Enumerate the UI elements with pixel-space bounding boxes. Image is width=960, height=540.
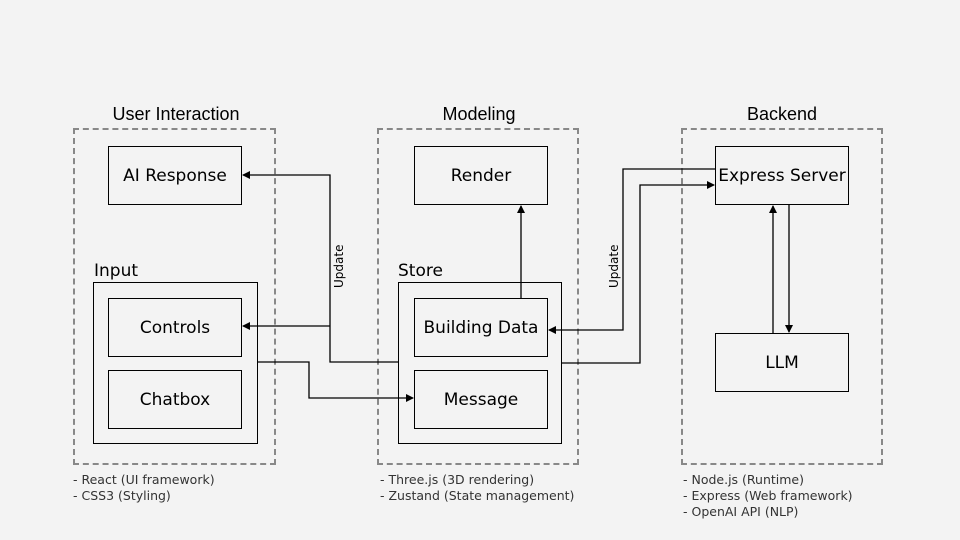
note-line: - React (UI framework) xyxy=(73,472,215,487)
building-data-label: Building Data xyxy=(423,317,539,338)
render-box: Render xyxy=(414,146,548,205)
note-line: - Express (Web framework) xyxy=(683,488,853,503)
chatbox-box: Chatbox xyxy=(108,370,242,429)
input-frame xyxy=(93,282,258,444)
message-box: Message xyxy=(414,370,548,429)
express-server-label: Express Server xyxy=(718,165,846,186)
edge-store-to-ai-response xyxy=(242,171,398,363)
controls-box: Controls xyxy=(108,298,242,357)
backend-notes: - Node.js (Runtime) - Express (Web frame… xyxy=(683,472,853,520)
user-interaction-title: User Interaction xyxy=(112,104,240,124)
render-label: Render xyxy=(450,165,512,186)
llm-label: LLM xyxy=(765,352,799,373)
ai-response-box: AI Response xyxy=(108,146,242,205)
modeling-group xyxy=(377,128,579,465)
controls-label: Controls xyxy=(139,317,211,338)
express-server-box: Express Server xyxy=(715,146,849,205)
update-label-right: Update xyxy=(607,244,621,288)
backend-title: Backend xyxy=(746,104,818,124)
modeling-notes: - Three.js (3D rendering) - Zustand (Sta… xyxy=(380,472,574,504)
chatbox-label: Chatbox xyxy=(139,389,211,410)
store-label: Store xyxy=(398,261,443,281)
modeling-title: Modeling xyxy=(442,104,516,124)
user-interaction-group xyxy=(73,128,276,465)
note-line: - Node.js (Runtime) xyxy=(683,472,805,487)
input-label: Input xyxy=(94,261,139,281)
note-line: - CSS3 (Styling) xyxy=(73,488,171,503)
backend-group xyxy=(681,128,883,465)
llm-box: LLM xyxy=(715,333,849,392)
edge-express-to-building xyxy=(548,168,715,334)
message-label: Message xyxy=(443,389,519,410)
edge-store-to-express xyxy=(562,181,715,364)
ai-response-label: AI Response xyxy=(123,165,227,186)
building-data-box: Building Data xyxy=(414,298,548,357)
user-interaction-notes: - React (UI framework) - CSS3 (Styling) xyxy=(73,472,215,504)
note-line: - OpenAI API (NLP) xyxy=(683,504,799,519)
note-line: - Three.js (3D rendering) xyxy=(380,472,535,487)
store-frame xyxy=(398,282,562,444)
update-label-left: Update xyxy=(332,244,346,288)
note-line: - Zustand (State management) xyxy=(380,488,575,503)
edge-chatbox-to-message xyxy=(258,361,414,402)
